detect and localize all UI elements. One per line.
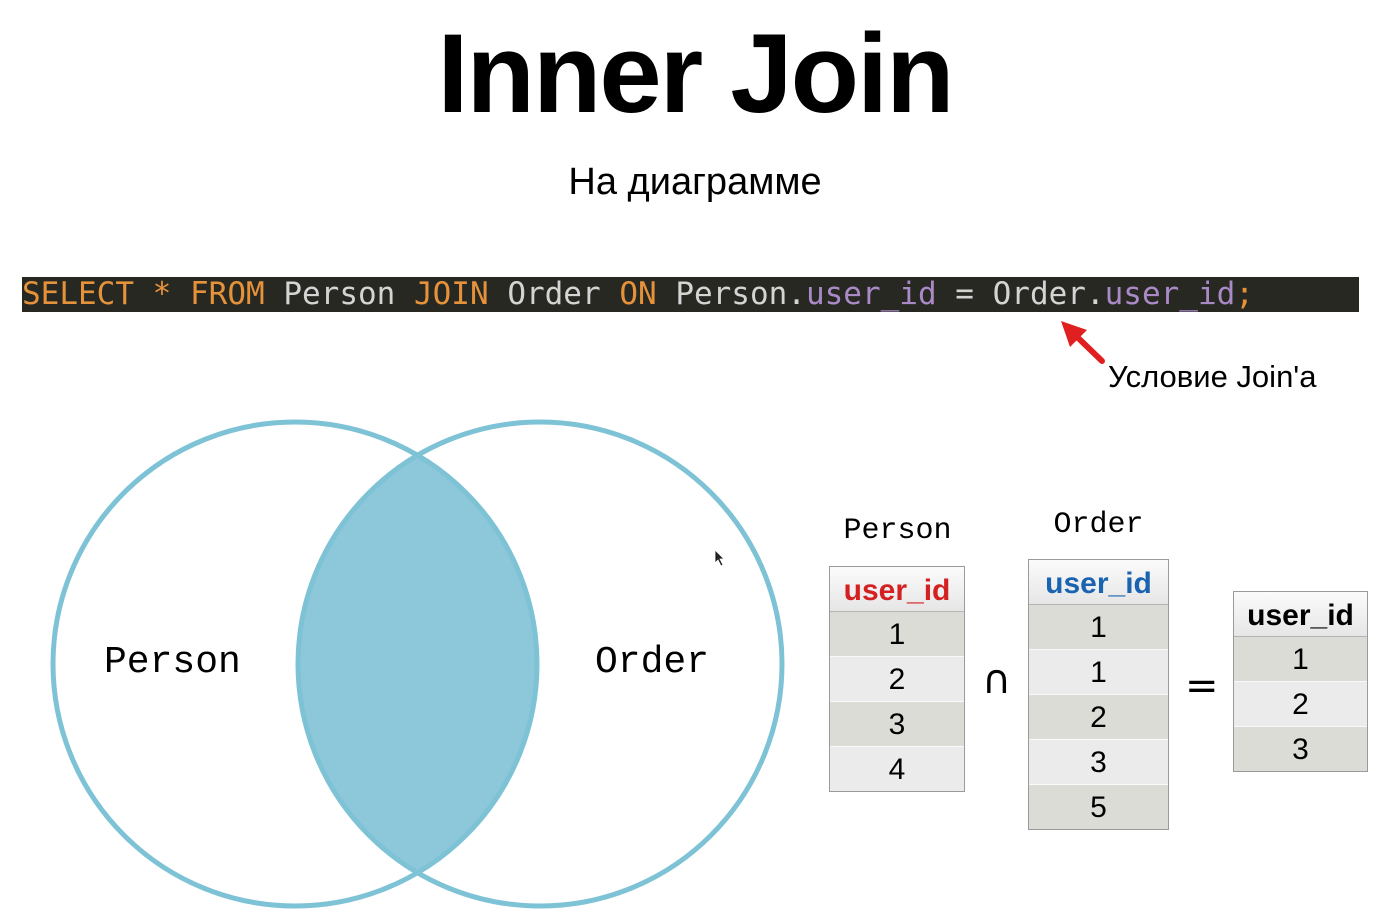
- table-caption-person: Person: [843, 514, 952, 548]
- venn-diagram: [50, 419, 785, 909]
- sql-person-ref: Person.: [675, 277, 806, 312]
- sql-keyword-select: SELECT: [22, 277, 134, 312]
- table-caption-order: Order: [1053, 508, 1144, 542]
- table-row: 1: [1029, 650, 1168, 695]
- result-table: user_id 1 2 3: [1233, 591, 1368, 772]
- person-table: user_id 1 2 3 4: [829, 566, 965, 792]
- sql-equals: =: [955, 277, 974, 312]
- sql-star: *: [152, 277, 172, 312]
- sql-keyword-from: FROM: [190, 277, 265, 312]
- table-row: 3: [1029, 740, 1168, 785]
- order-table-header: user_id: [1029, 560, 1168, 605]
- join-condition-annotation: Условие Join'a: [1108, 359, 1317, 394]
- table-row: 1: [1234, 637, 1367, 682]
- table-row: 2: [1234, 682, 1367, 727]
- sql-semicolon: ;: [1235, 277, 1254, 312]
- sql-code-line: SELECT * FROM Person JOIN Order ON Perso…: [22, 277, 1359, 312]
- venn-right-circle: [295, 419, 785, 909]
- sql-table-person: Person: [283, 277, 396, 312]
- table-row: 4: [830, 747, 964, 791]
- venn-label-order: Order: [595, 641, 710, 684]
- venn-left-circle: [50, 419, 540, 909]
- sql-column-1: user_id: [805, 277, 937, 312]
- table-row: 2: [830, 657, 964, 702]
- table-row: 3: [1234, 727, 1367, 771]
- page-subtitle: На диаграмме: [568, 161, 822, 203]
- table-row: 1: [1029, 605, 1168, 650]
- result-table-header: user_id: [1234, 592, 1367, 637]
- intersect-operator: ∩: [982, 657, 1012, 703]
- venn-label-person: Person: [104, 641, 241, 684]
- table-row: 3: [830, 702, 964, 747]
- table-row: 5: [1029, 785, 1168, 829]
- sql-column-2: user_id: [1104, 277, 1236, 312]
- venn-intersection: [298, 422, 537, 906]
- mouse-cursor-icon: [714, 549, 725, 567]
- sql-keyword-on: ON: [619, 277, 657, 312]
- sql-table-order: Order: [507, 277, 601, 312]
- order-table: user_id 1 1 2 3 5: [1028, 559, 1169, 830]
- red-arrow-icon: [1061, 321, 1105, 364]
- table-row: 1: [830, 612, 964, 657]
- sql-keyword-join: JOIN: [413, 277, 489, 312]
- equals-operator: =: [1185, 663, 1219, 709]
- page-title: Inner Join: [437, 11, 954, 136]
- person-table-header: user_id: [830, 567, 964, 612]
- table-row: 2: [1029, 695, 1168, 740]
- sql-order-ref: Order.: [992, 277, 1105, 312]
